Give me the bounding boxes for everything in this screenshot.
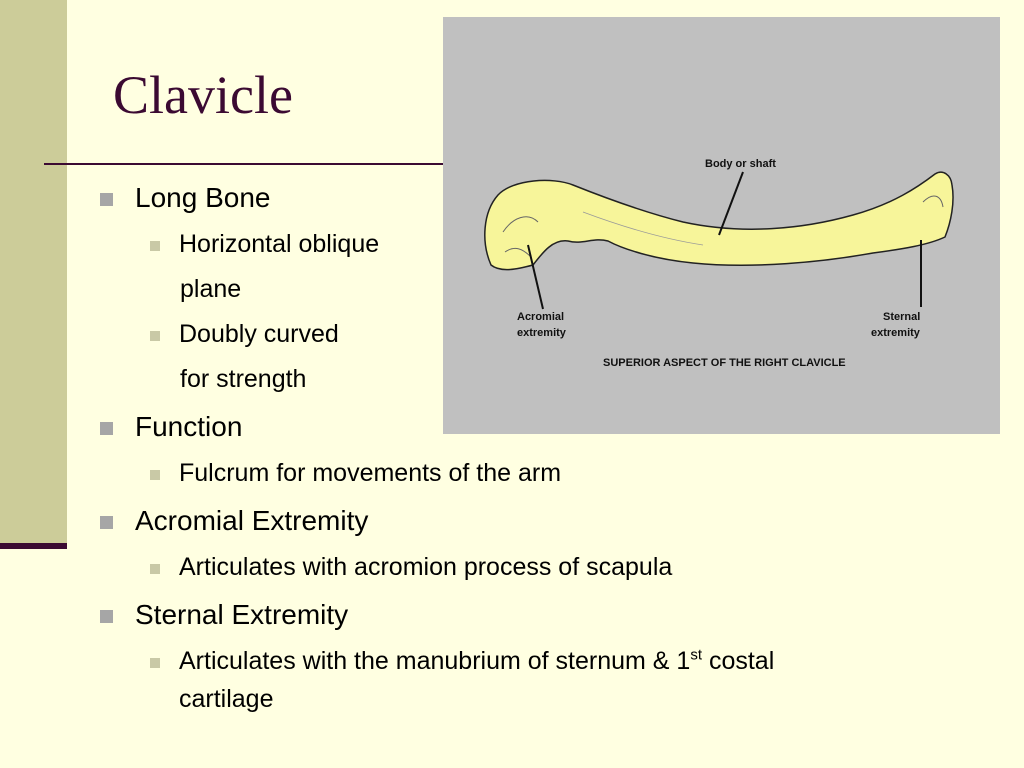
clavicle-figure: Body or shaft Acromial extremity Sternal… [443,17,1000,434]
clavicle-bone [484,171,954,271]
square-bullet-icon [100,610,113,623]
square-bullet-icon [100,516,113,529]
label-body-or-shaft: Body or shaft [705,158,776,170]
label-acromial-2: extremity [517,327,567,339]
bone-detail-line [502,216,539,233]
figure-caption: SUPERIOR ASPECT OF THE RIGHT CLAVICLE [603,357,846,369]
square-bullet-icon [150,564,160,574]
sub-bullet-continuation: plane [180,275,242,303]
clavicle-illustration: Body or shaft Acromial extremity Sternal… [484,158,954,369]
body-pointer-line [718,171,744,236]
ordinal-superscript: st [690,646,702,664]
bone-detail-line [504,247,532,258]
sub-bullet-continuation: for strength [180,365,307,393]
title-divider [44,163,444,165]
square-bullet-icon [150,241,160,251]
label-acromial-1: Acromial [517,311,564,323]
manubrium-text: Articulates with the manubrium of sternu… [179,647,691,675]
label-sternal-1: Sternal [883,311,920,323]
sub-bullet-continuation: cartilage [179,685,274,713]
left-accent-bar [0,543,67,549]
slide-title: Clavicle [113,65,293,125]
acromial-pointer-line [527,244,544,310]
bone-detail-line [582,211,704,246]
costal-text: costal [702,647,775,675]
square-bullet-icon [150,658,160,668]
label-sternal-2: extremity [871,327,921,339]
square-bullet-icon [100,193,113,206]
bone-detail-line [922,195,944,208]
square-bullet-icon [100,422,113,435]
left-decorative-band [0,0,67,548]
square-bullet-icon [150,331,160,341]
square-bullet-icon [150,470,160,480]
